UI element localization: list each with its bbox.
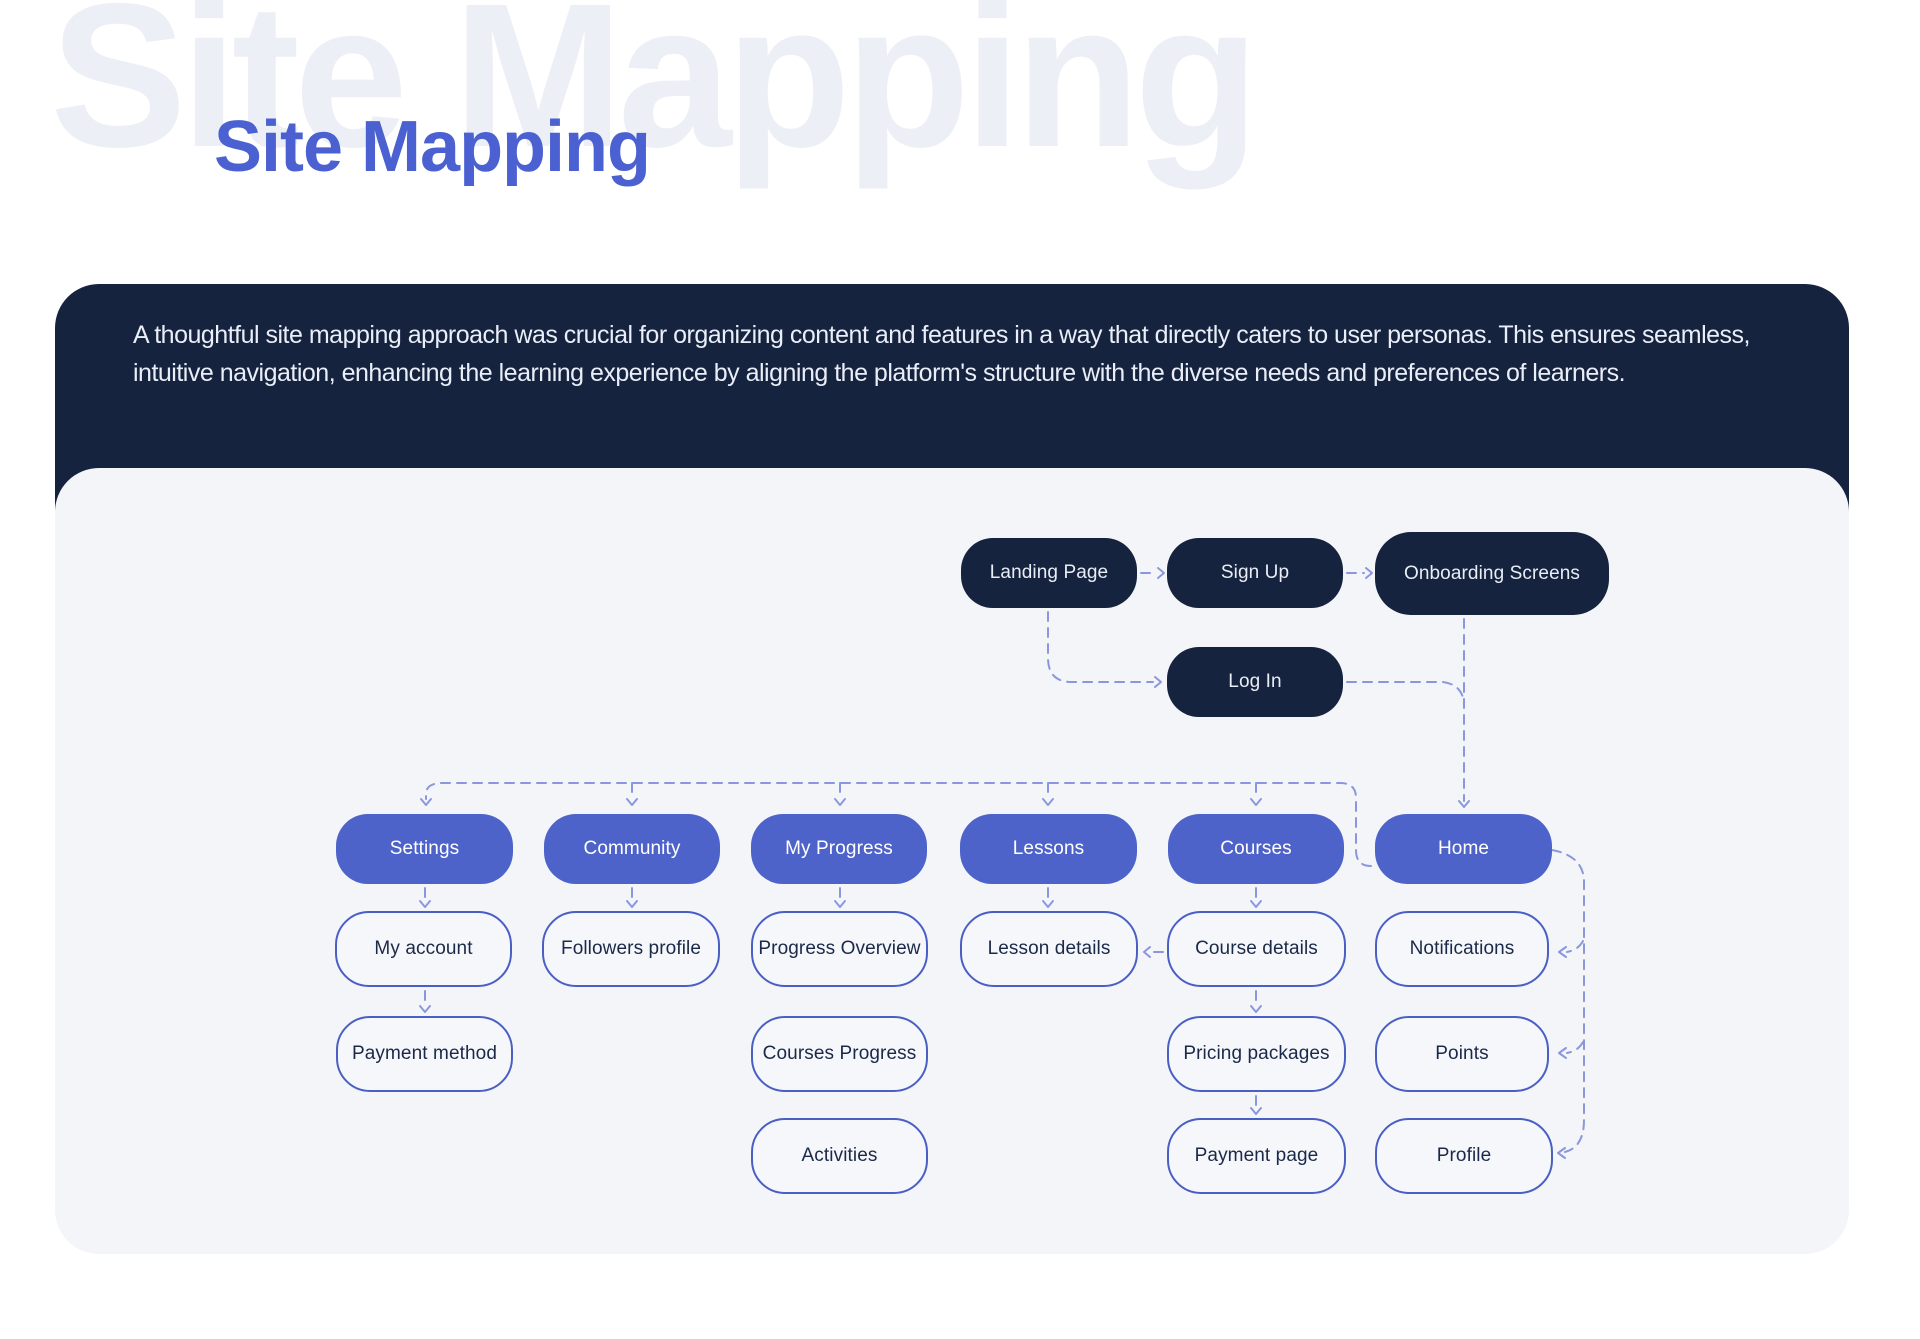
node-home: Home: [1375, 814, 1552, 884]
node-points: Points: [1375, 1016, 1549, 1092]
node-activities: Activities: [751, 1118, 928, 1194]
ghost-background-title: Site Mapping: [50, 0, 1260, 190]
node-pricing-packages: Pricing packages: [1167, 1016, 1346, 1092]
node-course-details: Course details: [1167, 911, 1346, 987]
node-notifications: Notifications: [1375, 911, 1549, 987]
page-header: Site Mapping Site Mapping: [0, 0, 1920, 260]
node-payment-page: Payment page: [1167, 1118, 1346, 1194]
node-my-account: My account: [335, 911, 512, 987]
node-lessons: Lessons: [960, 814, 1137, 884]
node-progress-overview: Progress Overview: [751, 911, 928, 987]
node-settings: Settings: [336, 814, 513, 884]
node-courses: Courses: [1168, 814, 1344, 884]
node-community: Community: [544, 814, 720, 884]
intro-paragraph: A thoughtful site mapping approach was c…: [133, 321, 1751, 387]
node-onboarding-screens: Onboarding Screens: [1375, 532, 1609, 615]
node-log-in: Log In: [1167, 647, 1343, 717]
node-payment-method: Payment method: [336, 1016, 513, 1092]
page-title: Site Mapping: [214, 107, 651, 187]
node-profile: Profile: [1375, 1118, 1553, 1194]
node-followers-profile: Followers profile: [542, 911, 720, 987]
node-lesson-details: Lesson details: [960, 911, 1138, 987]
node-my-progress: My Progress: [751, 814, 927, 884]
node-sign-up: Sign Up: [1167, 538, 1343, 608]
node-landing-page: Landing Page: [961, 538, 1137, 608]
node-courses-progress: Courses Progress: [751, 1016, 928, 1092]
